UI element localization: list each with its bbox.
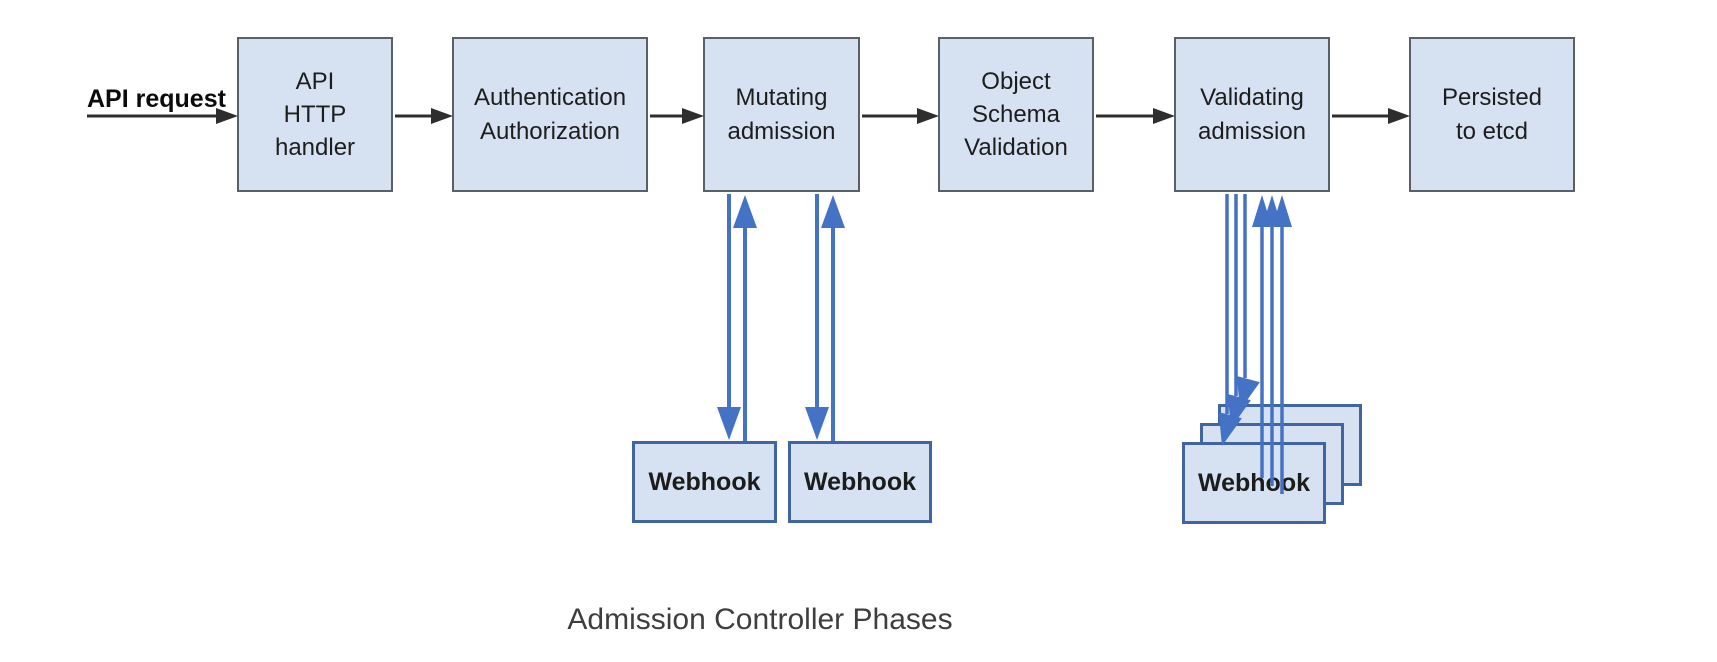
webhook-arrow-mutating-2-down	[805, 194, 829, 440]
node-authentication-authorization: Authentication Authorization	[452, 37, 648, 192]
node-validating-admission: Validating admission	[1174, 37, 1330, 192]
flow-arrow-2	[650, 108, 704, 124]
node-mutating-admission: Mutating admission	[703, 37, 860, 192]
api-request-label: API request	[87, 85, 226, 113]
webhook-box-mutating-1: Webhook	[632, 441, 777, 523]
webhook-arrow-validating-down-1	[1236, 194, 1260, 410]
flow-arrow-5	[1332, 108, 1410, 124]
node-object-schema-validation: Object Schema Validation	[938, 37, 1094, 192]
webhook-arrow-mutating-1-up	[733, 195, 757, 441]
diagram-caption: Admission Controller Phases	[567, 603, 953, 636]
webhook-arrow-mutating-2-up	[821, 195, 845, 441]
node-persisted-to-etcd: Persisted to etcd	[1409, 37, 1575, 192]
node-api-http-handler: API HTTP handler	[237, 37, 393, 192]
webhook-box-mutating-2: Webhook	[788, 441, 932, 523]
webhook-arrow-mutating-1-down	[717, 194, 741, 440]
flow-arrow-3	[862, 108, 939, 124]
webhook-arrow-validating-down-2	[1227, 194, 1251, 428]
webhook-box-validating-front: Webhook	[1182, 442, 1326, 524]
flow-arrow-4	[1096, 108, 1175, 124]
flow-arrow-1	[395, 108, 453, 124]
